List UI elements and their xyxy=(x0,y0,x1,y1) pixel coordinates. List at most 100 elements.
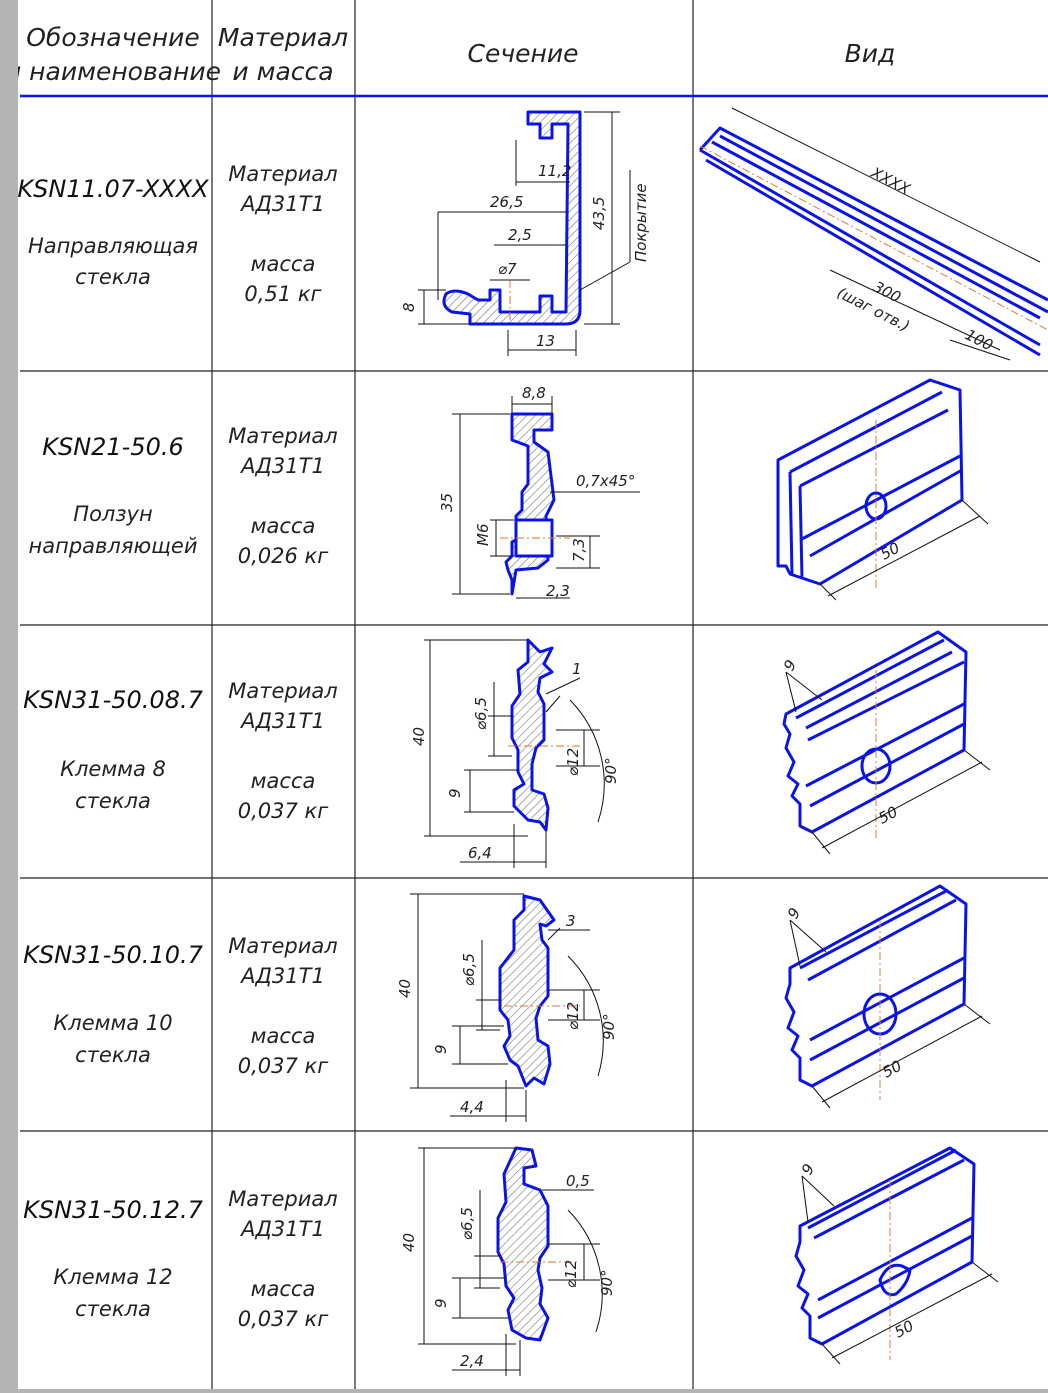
dim-label: 1 xyxy=(572,660,582,678)
part-name: Направляющая xyxy=(28,234,198,258)
view-drawing-clamp-10: 9 50 xyxy=(784,884,991,1109)
dim-label: 40 xyxy=(410,727,428,746)
material-value: АД31Т1 xyxy=(239,709,325,733)
dim-label: ⌀12 xyxy=(564,1002,582,1030)
dim-label: 9 xyxy=(432,1044,450,1054)
view-dim: 50 xyxy=(879,1057,904,1082)
section-drawing-clamp-10: 3 40 ⌀6,5 ⌀12 90° 9 4,4 xyxy=(396,893,618,1122)
mass-value: 0,026 кг xyxy=(238,544,329,568)
section-drawing-slider: 8,8 0,7x45° 35 M6 7,3 2,3 xyxy=(438,384,640,600)
view-dim: 9 xyxy=(784,905,804,922)
view-drawing-slider: 50 xyxy=(776,378,989,601)
material-label: Материал xyxy=(228,679,337,703)
dim-label: 0,7x45° xyxy=(576,472,635,490)
dim-label: 11,2 xyxy=(538,162,571,180)
dim-label: 90° xyxy=(600,1013,618,1040)
part-name-2: направляющей xyxy=(29,534,198,558)
dim-label: 13 xyxy=(536,332,555,350)
mass-label: масса xyxy=(251,769,316,793)
mass-label: масса xyxy=(251,252,316,276)
part-name-2: стекла xyxy=(75,1297,151,1321)
dim-label: 4,4 xyxy=(460,1098,484,1116)
part-code: KSN31-50.08.7 xyxy=(23,686,203,714)
dim-label: 90° xyxy=(598,1269,616,1296)
dim-label: ⌀12 xyxy=(564,748,582,776)
header-view: Вид xyxy=(845,39,896,68)
table-grid xyxy=(20,0,1048,1389)
view-dim: 9 xyxy=(798,1161,818,1178)
material-label: Материал xyxy=(228,424,337,448)
table-row-2: KSN21-50.6 Ползун направляющей Материал … xyxy=(29,378,989,601)
dim-label: 6,4 xyxy=(468,844,492,862)
material-label: Материал xyxy=(228,934,337,958)
dim-label: 26,5 xyxy=(490,193,523,211)
header-designation: Обозначение xyxy=(26,23,199,52)
dim-label: 7,3 xyxy=(570,538,588,562)
header-material-2: и масса xyxy=(232,57,333,86)
part-name: Ползун xyxy=(73,502,152,526)
dim-label: 9 xyxy=(432,1298,450,1308)
material-value: АД31Т1 xyxy=(239,192,325,216)
mass-label: масса xyxy=(251,1024,316,1048)
dim-label: 8 xyxy=(400,302,418,312)
part-name: Клемма 10 xyxy=(53,1011,172,1035)
dim-label: 40 xyxy=(396,979,414,998)
material-label: Материал xyxy=(228,162,337,186)
table-row-3: KSN31-50.08.7 Клемма 8 стекла Материал А… xyxy=(23,630,991,868)
view-dim: 50 xyxy=(875,803,900,828)
view-dim: 9 xyxy=(780,657,800,674)
dim-label: 40 xyxy=(400,1233,418,1252)
part-name-2: стекла xyxy=(75,789,151,813)
dim-label: 35 xyxy=(438,493,456,512)
part-code: KSN21-50.6 xyxy=(42,433,184,461)
part-name: Клемма 8 xyxy=(60,757,166,781)
view-dim: 50 xyxy=(877,539,902,564)
dim-label: 43,5 xyxy=(590,197,608,230)
dim-label: 90° xyxy=(602,757,620,784)
mass-value: 0,037 кг xyxy=(238,1307,329,1331)
view-drawing-guide-rail: XXXX 300 (шаг отв.) 100 xyxy=(698,107,1048,361)
mass-label: масса xyxy=(251,514,316,538)
dim-label: M6 xyxy=(474,524,492,547)
mass-value: 0,037 кг xyxy=(238,1054,329,1078)
dim-label: ⌀6,5 xyxy=(460,953,478,986)
section-drawing-clamp-8: 1 40 ⌀6,5 ⌀12 90° 9 6,4 xyxy=(410,638,620,868)
spec-table: Обозначение и наименование Материал и ма… xyxy=(5,0,1048,1389)
view-dim: 50 xyxy=(891,1317,916,1342)
table-row-1: KSN11.07-XXXX Направляющая стекла Матери… xyxy=(17,107,1048,361)
header-designation-2: и наименование xyxy=(18,57,221,86)
view-dim: 100 xyxy=(962,326,996,355)
table-row-5: KSN31-50.12.7 Клемма 12 стекла Материал … xyxy=(23,1146,999,1376)
dim-label: 2,4 xyxy=(460,1352,484,1370)
dim-label: 2,3 xyxy=(546,582,570,600)
material-label: Материал xyxy=(228,1187,337,1211)
dim-label: ⌀6,5 xyxy=(458,1207,476,1240)
dim-label: 8,8 xyxy=(522,384,546,402)
material-value: АД31Т1 xyxy=(239,1217,325,1241)
part-code: KSN31-50.10.7 xyxy=(23,941,203,969)
header-material: Материал xyxy=(218,23,348,52)
dim-label: ⌀12 xyxy=(562,1260,580,1288)
view-drawing-clamp-12: 9 50 xyxy=(794,1146,999,1365)
part-code: KSN11.07-XXXX xyxy=(18,175,209,203)
dim-label: 2,5 xyxy=(508,226,532,244)
mass-label: масса xyxy=(251,1277,316,1301)
dim-label: ⌀6,5 xyxy=(472,697,490,730)
material-value: АД31Т1 xyxy=(239,964,325,988)
part-name-2: стекла xyxy=(75,265,151,289)
table-header: Обозначение и наименование Материал и ма… xyxy=(5,23,896,86)
part-name-2: стекла xyxy=(75,1043,151,1067)
mass-value: 0,51 кг xyxy=(244,282,322,306)
dim-label: ⌀7 xyxy=(498,260,517,278)
section-drawing-guide: 11,2 26,5 2,5 ⌀7 43,5 8 13 Покрытие xyxy=(400,110,650,356)
view-dim: XXXX xyxy=(867,163,913,198)
header-section: Сечение xyxy=(468,39,579,68)
dim-label: 9 xyxy=(446,788,464,798)
material-value: АД31Т1 xyxy=(239,454,325,478)
part-name: Клемма 12 xyxy=(53,1265,172,1289)
table-row-4: KSN31-50.10.7 Клемма 10 стекла Материал … xyxy=(23,884,991,1122)
view-drawing-clamp-8: 9 50 xyxy=(780,630,991,855)
drawing-sheet: Обозначение и наименование Материал и ма… xyxy=(5,0,1048,1389)
mass-value: 0,037 кг xyxy=(238,799,329,823)
section-drawing-clamp-12: 0,5 40 ⌀6,5 ⌀12 90° 9 2,4 xyxy=(400,1146,616,1376)
